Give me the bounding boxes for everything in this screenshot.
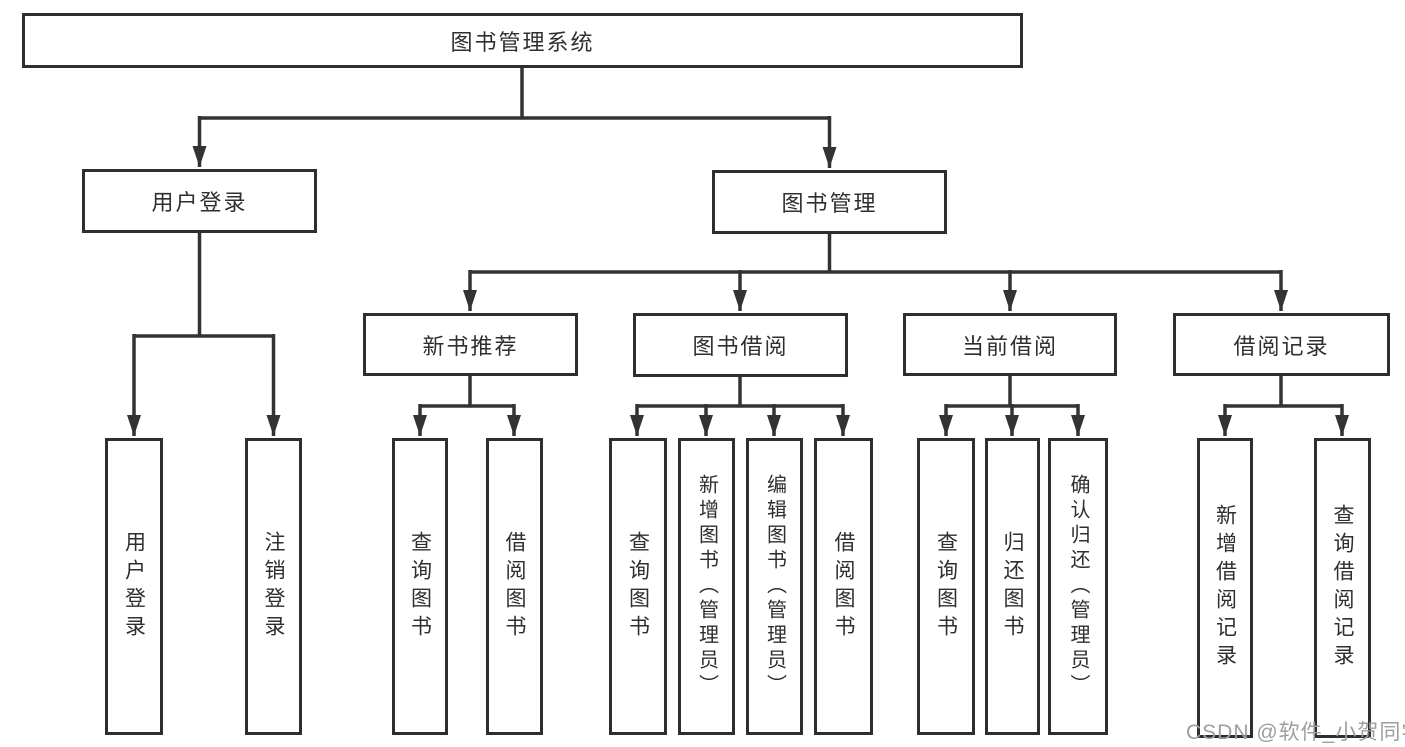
leaf-query-books-current: 查询图书 [917, 438, 975, 735]
node-current-borrow: 当前借阅 [903, 313, 1117, 376]
leaf-add-book-admin: 新增图书（管理员） [678, 438, 735, 735]
node-book-borrow: 图书借阅 [633, 313, 848, 377]
leaf-edit-book-admin: 编辑图书（管理员） [746, 438, 803, 735]
node-user-login: 用户登录 [82, 169, 317, 233]
leaf-borrow-books-recommend: 借阅图书 [486, 438, 543, 735]
leaf-query-borrow-record: 查询借阅记录 [1314, 438, 1371, 738]
leaf-borrow-books-borrow: 借阅图书 [814, 438, 873, 735]
leaf-confirm-return-admin: 确认归还（管理员） [1048, 438, 1108, 735]
node-root: 图书管理系统 [22, 13, 1023, 68]
node-book-management: 图书管理 [712, 170, 947, 234]
leaf-return-book: 归还图书 [985, 438, 1040, 735]
node-new-book-recommend: 新书推荐 [363, 313, 578, 376]
leaf-query-books-recommend: 查询图书 [392, 438, 448, 735]
watermark: CSDN @软件_小贺同学 [1186, 721, 1405, 744]
leaf-user-login: 用户登录 [105, 438, 163, 735]
leaf-add-borrow-record: 新增借阅记录 [1197, 438, 1253, 738]
node-borrow-records: 借阅记录 [1173, 313, 1390, 376]
leaf-logout: 注销登录 [245, 438, 302, 735]
leaf-query-books-borrow: 查询图书 [609, 438, 667, 735]
